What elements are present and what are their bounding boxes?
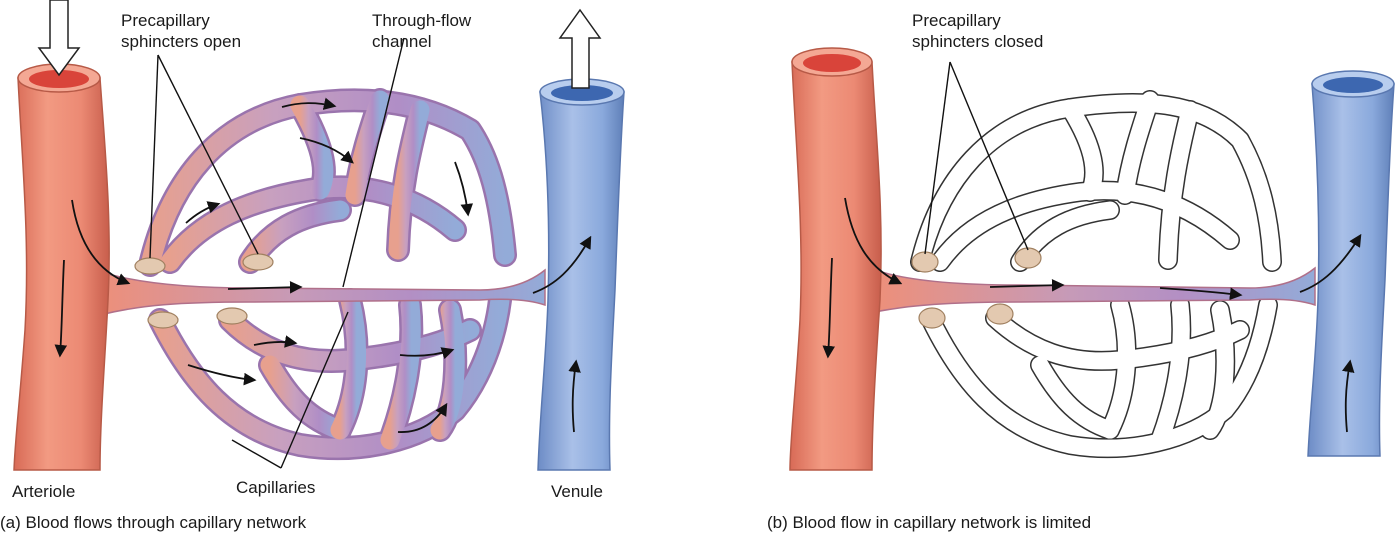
through-flow-channel xyxy=(870,268,1315,312)
sphincter-ring xyxy=(217,308,247,324)
sphincter-ring xyxy=(987,304,1013,324)
label-line: Precapillary xyxy=(912,10,1043,31)
outflow-arrow-icon xyxy=(560,10,600,88)
sphincter-ring xyxy=(135,258,165,274)
inflow-arrow-icon xyxy=(39,0,79,75)
sphincter-ring xyxy=(1015,248,1041,268)
caption-panel-a: (a) Blood flows through capillary networ… xyxy=(0,513,306,533)
through-flow-channel xyxy=(95,270,545,315)
label-venule: Venule xyxy=(551,481,603,502)
label-line: channel xyxy=(372,31,471,52)
flow-arrows xyxy=(828,198,1360,432)
label-capillaries: Capillaries xyxy=(236,477,315,498)
capillary-network xyxy=(150,100,505,448)
label-line: Precapillary xyxy=(121,10,241,31)
sphincter-ring xyxy=(919,308,945,328)
label-precapillary-closed: Precapillary sphincters closed xyxy=(912,10,1043,52)
sphincter-ring xyxy=(243,254,273,270)
empty-capillary-network xyxy=(920,100,1272,448)
label-through-flow-channel: Through-flow channel xyxy=(372,10,471,52)
label-line: sphincters closed xyxy=(912,31,1043,52)
arteriole xyxy=(790,48,881,470)
arteriole xyxy=(14,64,109,470)
caption-panel-b: (b) Blood flow in capillary network is l… xyxy=(767,513,1091,533)
sphincter-ring xyxy=(912,252,938,272)
sphincter-ring xyxy=(148,312,178,328)
panel-a xyxy=(14,0,624,470)
label-arteriole: Arteriole xyxy=(12,481,75,502)
label-precapillary-open: Precapillary sphincters open xyxy=(121,10,241,52)
flow-arrow xyxy=(455,162,468,214)
panel-b xyxy=(790,48,1394,470)
venule xyxy=(538,79,624,470)
label-line: Through-flow xyxy=(372,10,471,31)
venule xyxy=(1308,71,1394,456)
label-line: sphincters open xyxy=(121,31,241,52)
